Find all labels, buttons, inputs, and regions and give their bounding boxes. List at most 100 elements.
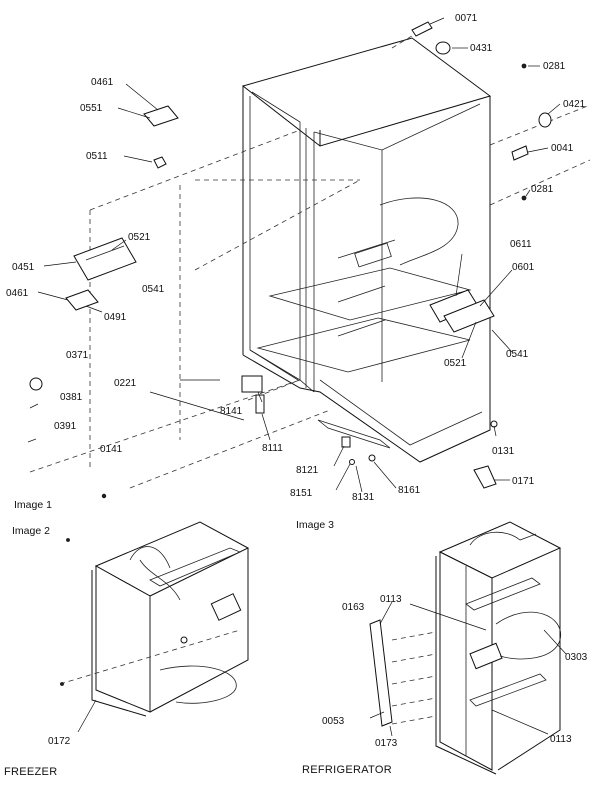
label-8131: 8131 (352, 492, 375, 503)
fridge-axis-2 (391, 653, 437, 663)
label-0431: 0431 (470, 43, 493, 54)
fridge-axis-3 (391, 675, 437, 685)
caption-freezer: FREEZER (4, 766, 57, 778)
label-0541-b: 0541 (506, 349, 529, 360)
label-0491: 0491 (104, 312, 127, 323)
cabinet-top (241, 37, 492, 147)
dot-marker-2 (66, 538, 70, 542)
grommet-0431 (435, 41, 451, 55)
knob-0371 (29, 377, 43, 391)
leader-lines (37, 17, 561, 493)
leader-0303 (543, 629, 567, 655)
label-0601: 0601 (512, 262, 535, 273)
bushing-8151 (349, 459, 355, 465)
rail-3 (337, 319, 386, 337)
leader-0172 (77, 699, 97, 733)
caption-image-1: Image 1 (14, 499, 52, 511)
label-0381: 0381 (60, 392, 83, 403)
freezer-gasket-outer (91, 570, 147, 717)
label-0461-b: 0461 (6, 288, 29, 299)
slide-groove-a (85, 245, 125, 261)
fridge-rail-1 (465, 577, 541, 611)
caption-refrigerator: REFRIGERATOR (302, 764, 392, 776)
screw-0071 (411, 21, 433, 37)
label-8141: 8141 (220, 406, 243, 417)
freezer-inner-back (251, 91, 301, 380)
cabinet-bottom (242, 354, 491, 463)
freezer-axis-dot (60, 682, 64, 686)
label-0113-a: 0113 (380, 594, 402, 605)
label-0551: 0551 (80, 103, 103, 114)
bracket-0461-b (65, 289, 99, 311)
label-0113-b: 0113 (550, 734, 572, 745)
label-0163: 0163 (342, 602, 365, 613)
refrigerator-assembly (369, 521, 567, 775)
control-housing (354, 242, 392, 268)
label-0281-b: 0281 (531, 184, 554, 195)
shelf-upper (268, 267, 472, 321)
part-labels: 0071 0431 0281 0421 0041 0281 0461 0551 … (6, 13, 588, 749)
label-0303: 0303 (565, 652, 588, 663)
label-8151: 8151 (290, 488, 313, 499)
label-0172: 0172 (48, 736, 71, 747)
slide-0521-a (73, 237, 137, 281)
label-0611: 0611 (510, 239, 532, 250)
grommet-0421 (538, 112, 552, 128)
plug-0281-a (521, 63, 527, 69)
label-0173: 0173 (375, 738, 398, 749)
dot-marker (101, 493, 107, 499)
freezer-inner-left (249, 96, 299, 381)
hinge-8111 (255, 394, 265, 414)
fridge-axis-4 (391, 697, 437, 707)
label-0053: 0053 (322, 716, 345, 727)
fitting-0041 (511, 145, 529, 161)
leader-0113b (491, 709, 549, 735)
small-parts (27, 21, 552, 542)
axis-line-3 (489, 159, 591, 206)
label-0521-a: 0521 (128, 232, 151, 243)
leader-0053 (369, 711, 385, 719)
shelf-lower (256, 317, 471, 373)
bottom-strip (317, 419, 391, 449)
label-0071: 0071 (455, 13, 478, 24)
cabinet-main (29, 24, 591, 489)
fridge-right-side (497, 548, 561, 771)
fridge-rail-2 (469, 673, 547, 707)
axis-line-2 (129, 409, 331, 489)
fridge-axis-1 (391, 631, 437, 641)
caption-image-2: Image 2 (12, 525, 50, 537)
clip-0391 (27, 438, 37, 443)
label-0521-b: 0521 (444, 358, 467, 369)
liner-guide-2 (194, 179, 361, 271)
leader-0163 (379, 601, 393, 625)
label-8111: 8111 (262, 443, 283, 454)
fridge-front-edge (435, 556, 497, 775)
captions: Image 1 Image 2 Image 3 FREEZER REFRIGER… (4, 499, 392, 778)
axis-line-4 (489, 104, 591, 146)
freezer-control-plate (210, 593, 242, 621)
label-0041: 0041 (551, 143, 574, 154)
freezer-panel-top (89, 129, 301, 211)
nut-0511 (153, 156, 167, 169)
label-0511: 0511 (86, 151, 108, 162)
freezer-tubing (129, 546, 181, 601)
caption-image-3: Image 3 (296, 519, 334, 531)
freezer-assembly (59, 521, 250, 733)
bracket-0461-a (143, 105, 179, 127)
fridge-hinge-top (469, 531, 537, 546)
freezer-side (149, 548, 249, 713)
label-0421: 0421 (563, 99, 586, 110)
label-0281-a: 0281 (543, 61, 566, 72)
label-0371: 0371 (66, 350, 89, 361)
label-0131: 0131 (492, 446, 515, 457)
rail-2 (337, 285, 386, 303)
label-0141: 0141 (100, 444, 123, 455)
clip-0381 (29, 403, 39, 409)
freezer-rail-top (149, 547, 242, 587)
freezer-wire (159, 665, 237, 704)
label-0171: 0171 (512, 476, 535, 487)
cap-0171 (473, 465, 497, 489)
slide-0601 (443, 299, 495, 333)
plug-0281-b (521, 195, 527, 201)
